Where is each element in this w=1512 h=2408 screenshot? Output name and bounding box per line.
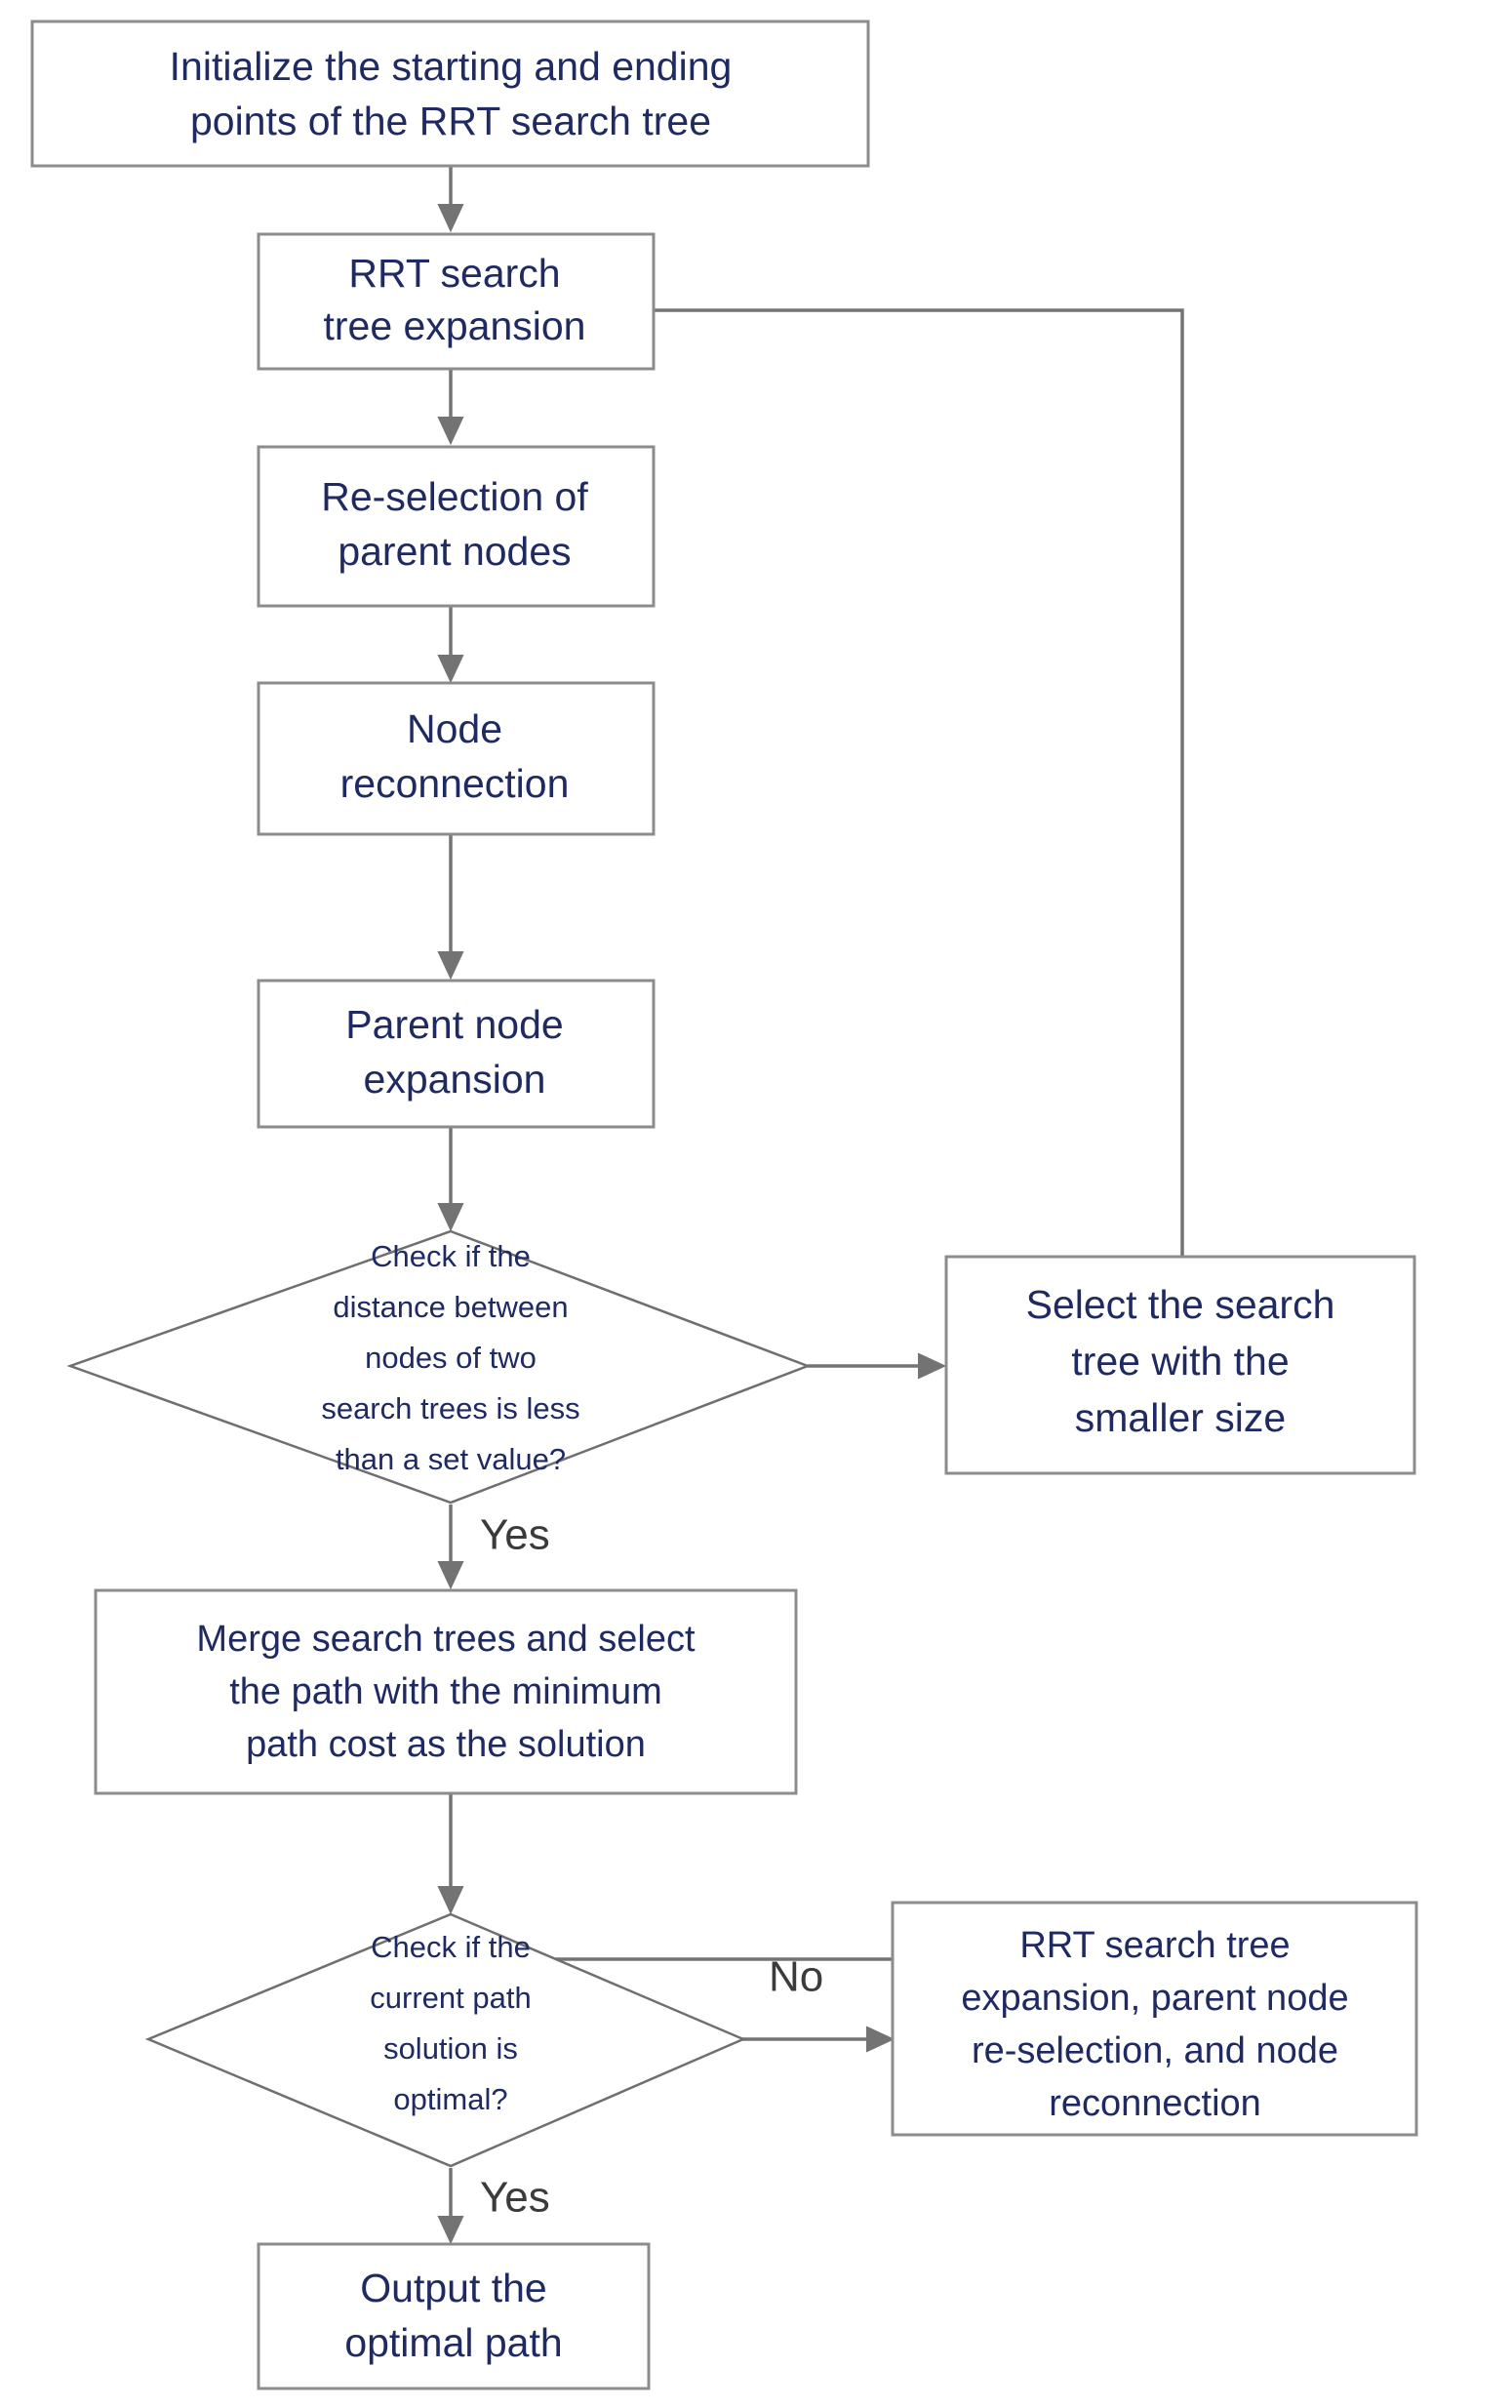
reexpand-label-line-1: RRT search tree xyxy=(1019,1925,1290,1966)
node-reconnection-box xyxy=(257,681,656,836)
merge-trees-label-line-2: the path with the minimum xyxy=(229,1671,662,1712)
node-optimal-check[interactable]: Check if the current path solution is op… xyxy=(144,1912,747,2168)
distance-check-diamond xyxy=(66,1229,812,1505)
initialize-label-line-2: points of the RRT search tree xyxy=(190,99,711,143)
tree-expansion-box xyxy=(257,232,656,371)
edge-label-optimal-no: No xyxy=(769,1953,823,2001)
merge-trees-label-line-3: path cost as the solution xyxy=(246,1724,646,1765)
node-node-reconnection[interactable]: Node reconnection xyxy=(257,681,656,836)
node-initialize[interactable]: Initialize the starting and ending point… xyxy=(30,20,870,168)
output-path-label-line-2: optimal path xyxy=(344,2320,562,2365)
reselect-parent-label-line-1: Re-selection of xyxy=(321,474,588,519)
node-parent-node-expansion[interactable]: Parent node expansion xyxy=(257,979,656,1129)
node-reexpand[interactable]: RRT search tree expansion, parent node r… xyxy=(891,1901,1418,2137)
distance-check-label-line-4: search trees is less xyxy=(321,1391,579,1425)
tree-expansion-label-line-1: RRT search xyxy=(348,251,560,296)
edge-select-smaller-feedback-to-expansion xyxy=(455,297,1184,1257)
node-select-smaller-tree[interactable]: Select the search tree with the smaller … xyxy=(944,1255,1416,1475)
initialize-label-line-1: Initialize the starting and ending xyxy=(170,44,733,89)
node-reconnection-label-line-1: Node xyxy=(407,706,502,751)
select-smaller-tree-label-line-2: tree with the xyxy=(1071,1339,1289,1384)
distance-check-label-line-3: nodes of two xyxy=(365,1341,537,1375)
select-smaller-tree-label-line-3: smaller size xyxy=(1075,1395,1286,1440)
reexpand-box xyxy=(891,1901,1418,2137)
node-merge-trees[interactable]: Merge search trees and select the path w… xyxy=(94,1588,798,1795)
reexpand-label-line-2: expansion, parent node xyxy=(961,1978,1348,2019)
edge-label-distance-yes: Yes xyxy=(480,1511,550,1559)
node-output-path[interactable]: Output the optimal path xyxy=(257,2242,651,2390)
node-tree-expansion[interactable]: RRT search tree expansion xyxy=(257,232,656,371)
initialize-box xyxy=(30,20,870,168)
output-path-label-line-1: Output the xyxy=(360,2266,546,2310)
node-reselect-parent[interactable]: Re-selection of parent nodes xyxy=(257,445,656,608)
distance-check-label-line-2: distance between xyxy=(333,1290,568,1324)
select-smaller-tree-label-line-1: Select the search xyxy=(1026,1282,1335,1327)
reexpand-label-line-3: re-selection, and node xyxy=(972,2030,1338,2071)
node-reconnection-label-line-2: reconnection xyxy=(340,761,570,806)
parent-node-expansion-box xyxy=(257,979,656,1129)
reselect-parent-box xyxy=(257,445,656,608)
reselect-parent-label-line-2: parent nodes xyxy=(338,529,571,574)
select-smaller-tree-box xyxy=(944,1255,1416,1475)
node-distance-check[interactable]: Check if the distance between nodes of t… xyxy=(66,1229,812,1505)
distance-check-label-line-5: than a set value? xyxy=(336,1442,566,1476)
parent-node-expansion-label-line-2: expansion xyxy=(364,1057,546,1102)
optimal-check-label-line-2: current path xyxy=(370,1981,531,2015)
output-path-box xyxy=(257,2242,651,2390)
optimal-check-label-line-1: Check if the xyxy=(371,1930,531,1964)
merge-trees-box xyxy=(94,1588,798,1795)
edge-label-optimal-yes: Yes xyxy=(480,2174,550,2222)
merge-trees-label-line-1: Merge search trees and select xyxy=(196,1619,696,1660)
optimal-check-label-line-4: optimal? xyxy=(393,2082,507,2116)
parent-node-expansion-label-line-1: Parent node xyxy=(345,1002,563,1047)
optimal-check-diamond xyxy=(144,1912,747,2168)
reexpand-label-line-4: reconnection xyxy=(1049,2083,1261,2124)
distance-check-label-line-1: Check if the xyxy=(371,1239,531,1273)
optimal-check-label-line-3: solution is xyxy=(383,2031,518,2066)
tree-expansion-label-line-2: tree expansion xyxy=(324,303,586,348)
